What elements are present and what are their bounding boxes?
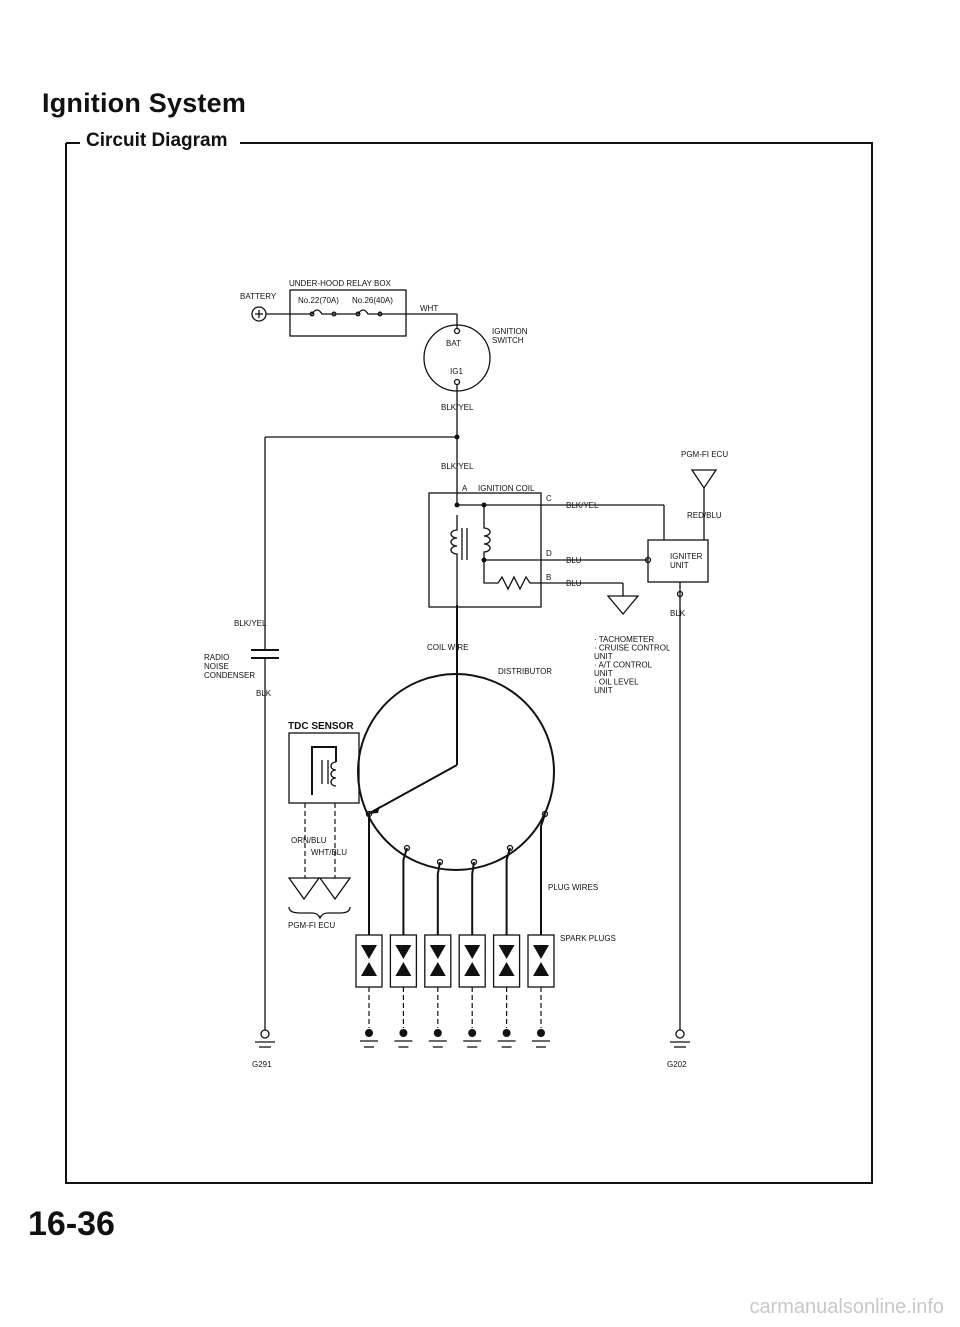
g291-label: G291 [252,1060,272,1069]
spark-plugs [355,810,555,1048]
spark-plug [389,844,418,1048]
red-blu-label: RED/BLU [687,511,722,520]
bat-label: BAT [446,339,461,348]
distributor-label: DISTRIBUTOR [498,667,552,676]
tach-list-item: · TACHOMETER [594,635,654,644]
blu-label-2: BLU [566,579,582,588]
pin-b-label: B [546,573,551,582]
plug-wires-label: PLUG WIRES [548,883,598,892]
relay-box [289,289,407,337]
radio-label-1: RADIO [204,653,229,662]
tach-list-item: · OIL LEVEL [594,678,639,687]
spark-plugs-label: SPARK PLUGS [560,934,616,943]
tach-list-item: UNIT [594,652,613,661]
spark-plug [492,844,521,1048]
tach-connector-icon [606,595,640,616]
pin-d-label: D [546,549,552,558]
diagram-frame [65,142,873,1184]
ignition-switch [423,324,491,392]
pgm-fi-ecu-connector-icon [690,469,718,490]
blk-yel-label-2: BLK/YEL [441,462,474,471]
igniter-unit [647,539,709,583]
tdc-sensor [288,732,360,804]
fuse-1-label: No.22(70A) [298,296,339,305]
page-title: Ignition System [42,88,247,118]
tach-list-item: UNIT [594,686,613,695]
ignition-coil-label: IGNITION COIL [478,484,535,493]
blu-label-1: BLU [566,556,582,565]
blk-condenser-label: BLK [256,689,272,698]
spark-plug [458,858,486,1048]
tach-list-item: · A/T CONTROL [594,661,653,670]
tdc-coil-icon [330,761,337,787]
tach-list-item: UNIT [594,669,613,678]
fuse-2-icon [334,309,380,315]
resistor-icon [483,560,544,591]
spark-plug [527,810,555,1048]
coil-wire-label: COIL WIRE [427,643,468,652]
tach-list: · TACHOMETER· CRUISE CONTROL UNIT· A/T C… [594,635,671,695]
igniter-label-1: IGNITER [670,552,703,561]
fuse-1-icon [290,309,334,315]
wht-label: WHT [420,304,438,313]
pgm-fi-ecu-bottom-label: PGM-FI ECU [288,921,335,930]
blk-yel-label-4: BLK/YEL [234,619,267,628]
ignition-switch-label-2: SWITCH [492,336,524,345]
pin-c-label: C [546,494,552,503]
spark-plug [355,810,383,1048]
radio-label-3: CONDENSER [204,671,255,680]
wht-blu-label: WHT/BLU [311,848,347,857]
blk-yel-label-3: BLK/YEL [566,501,599,510]
fuse-2-label: No.26(40A) [352,296,393,305]
ig1-label: IG1 [450,367,463,376]
pgm-fi-ecu-top-label: PGM-FI ECU [681,450,728,459]
tdc-sensor-label: TDC SENSOR [288,721,354,732]
blk-yel-label-1: BLK/YEL [441,403,474,412]
ignition-coil [428,492,542,608]
primary-coil-icon [483,505,491,560]
section-title: Circuit Diagram [82,130,232,152]
ecu-connector-1-icon [287,877,321,901]
pin-a-label: A [462,484,468,493]
tach-list-item: · CRUISE CONTROL [594,644,671,653]
spark-plug [424,858,452,1048]
radio-label-2: NOISE [204,662,229,671]
distributor [357,673,555,871]
ignition-switch-label-1: IGNITION [492,327,528,336]
page-number: 16-36 [28,1205,115,1243]
battery-label: BATTERY [240,292,277,301]
g202-label: G202 [667,1060,687,1069]
ecu-connector-2-icon [318,877,352,901]
watermark: carmanualsonline.info [749,1296,944,1318]
blk-igniter-label: BLK [670,609,686,618]
relay-box-label: UNDER-HOOD RELAY BOX [289,279,392,288]
igniter-label-2: UNIT [670,561,689,570]
orn-blu-label: ORN/BLU [291,836,327,845]
secondary-coil-icon [450,515,458,605]
